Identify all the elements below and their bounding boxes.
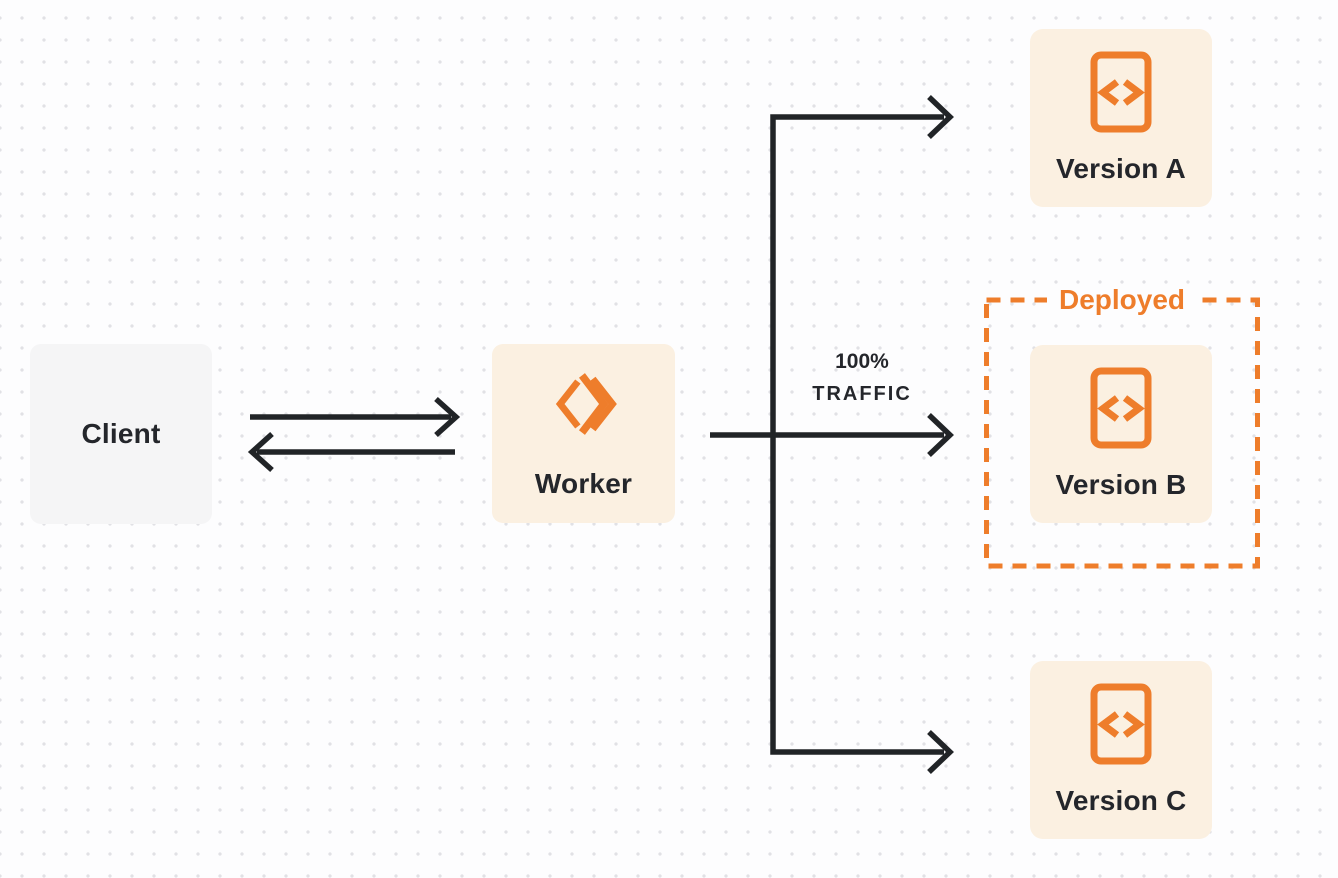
version-a-label: Version A [1056,153,1186,184]
worker-label: Worker [534,468,633,499]
worker-to-version-b-arrow [710,413,954,457]
version-c-label: Version C [1055,785,1187,816]
code-file-icon [1090,683,1152,765]
arrowhead-version-c [927,730,954,774]
cloudflare-workers-logo-icon [555,373,617,435]
worker-node: Worker [492,344,675,523]
traffic-word-text: TRAFFIC [812,383,912,405]
arrowhead-version-a [927,95,954,139]
traffic-percent-text: 100% [835,350,889,373]
version-b-node: Version B [1030,345,1212,523]
version-c-node: Version C [1030,661,1212,839]
deployed-group-label: Deployed [1046,284,1198,316]
version-b-label: Version B [1055,469,1187,500]
client-label: Client [81,418,161,449]
client-to-worker-arrow [250,396,461,438]
worker-to-client-arrow [247,431,455,473]
traffic-branch-lines [770,95,954,774]
traffic-label: 100% TRAFFIC [812,349,912,406]
client-node: Client [30,344,212,524]
code-file-icon [1090,367,1152,449]
code-file-icon [1090,51,1152,133]
version-a-node: Version A [1030,29,1212,207]
